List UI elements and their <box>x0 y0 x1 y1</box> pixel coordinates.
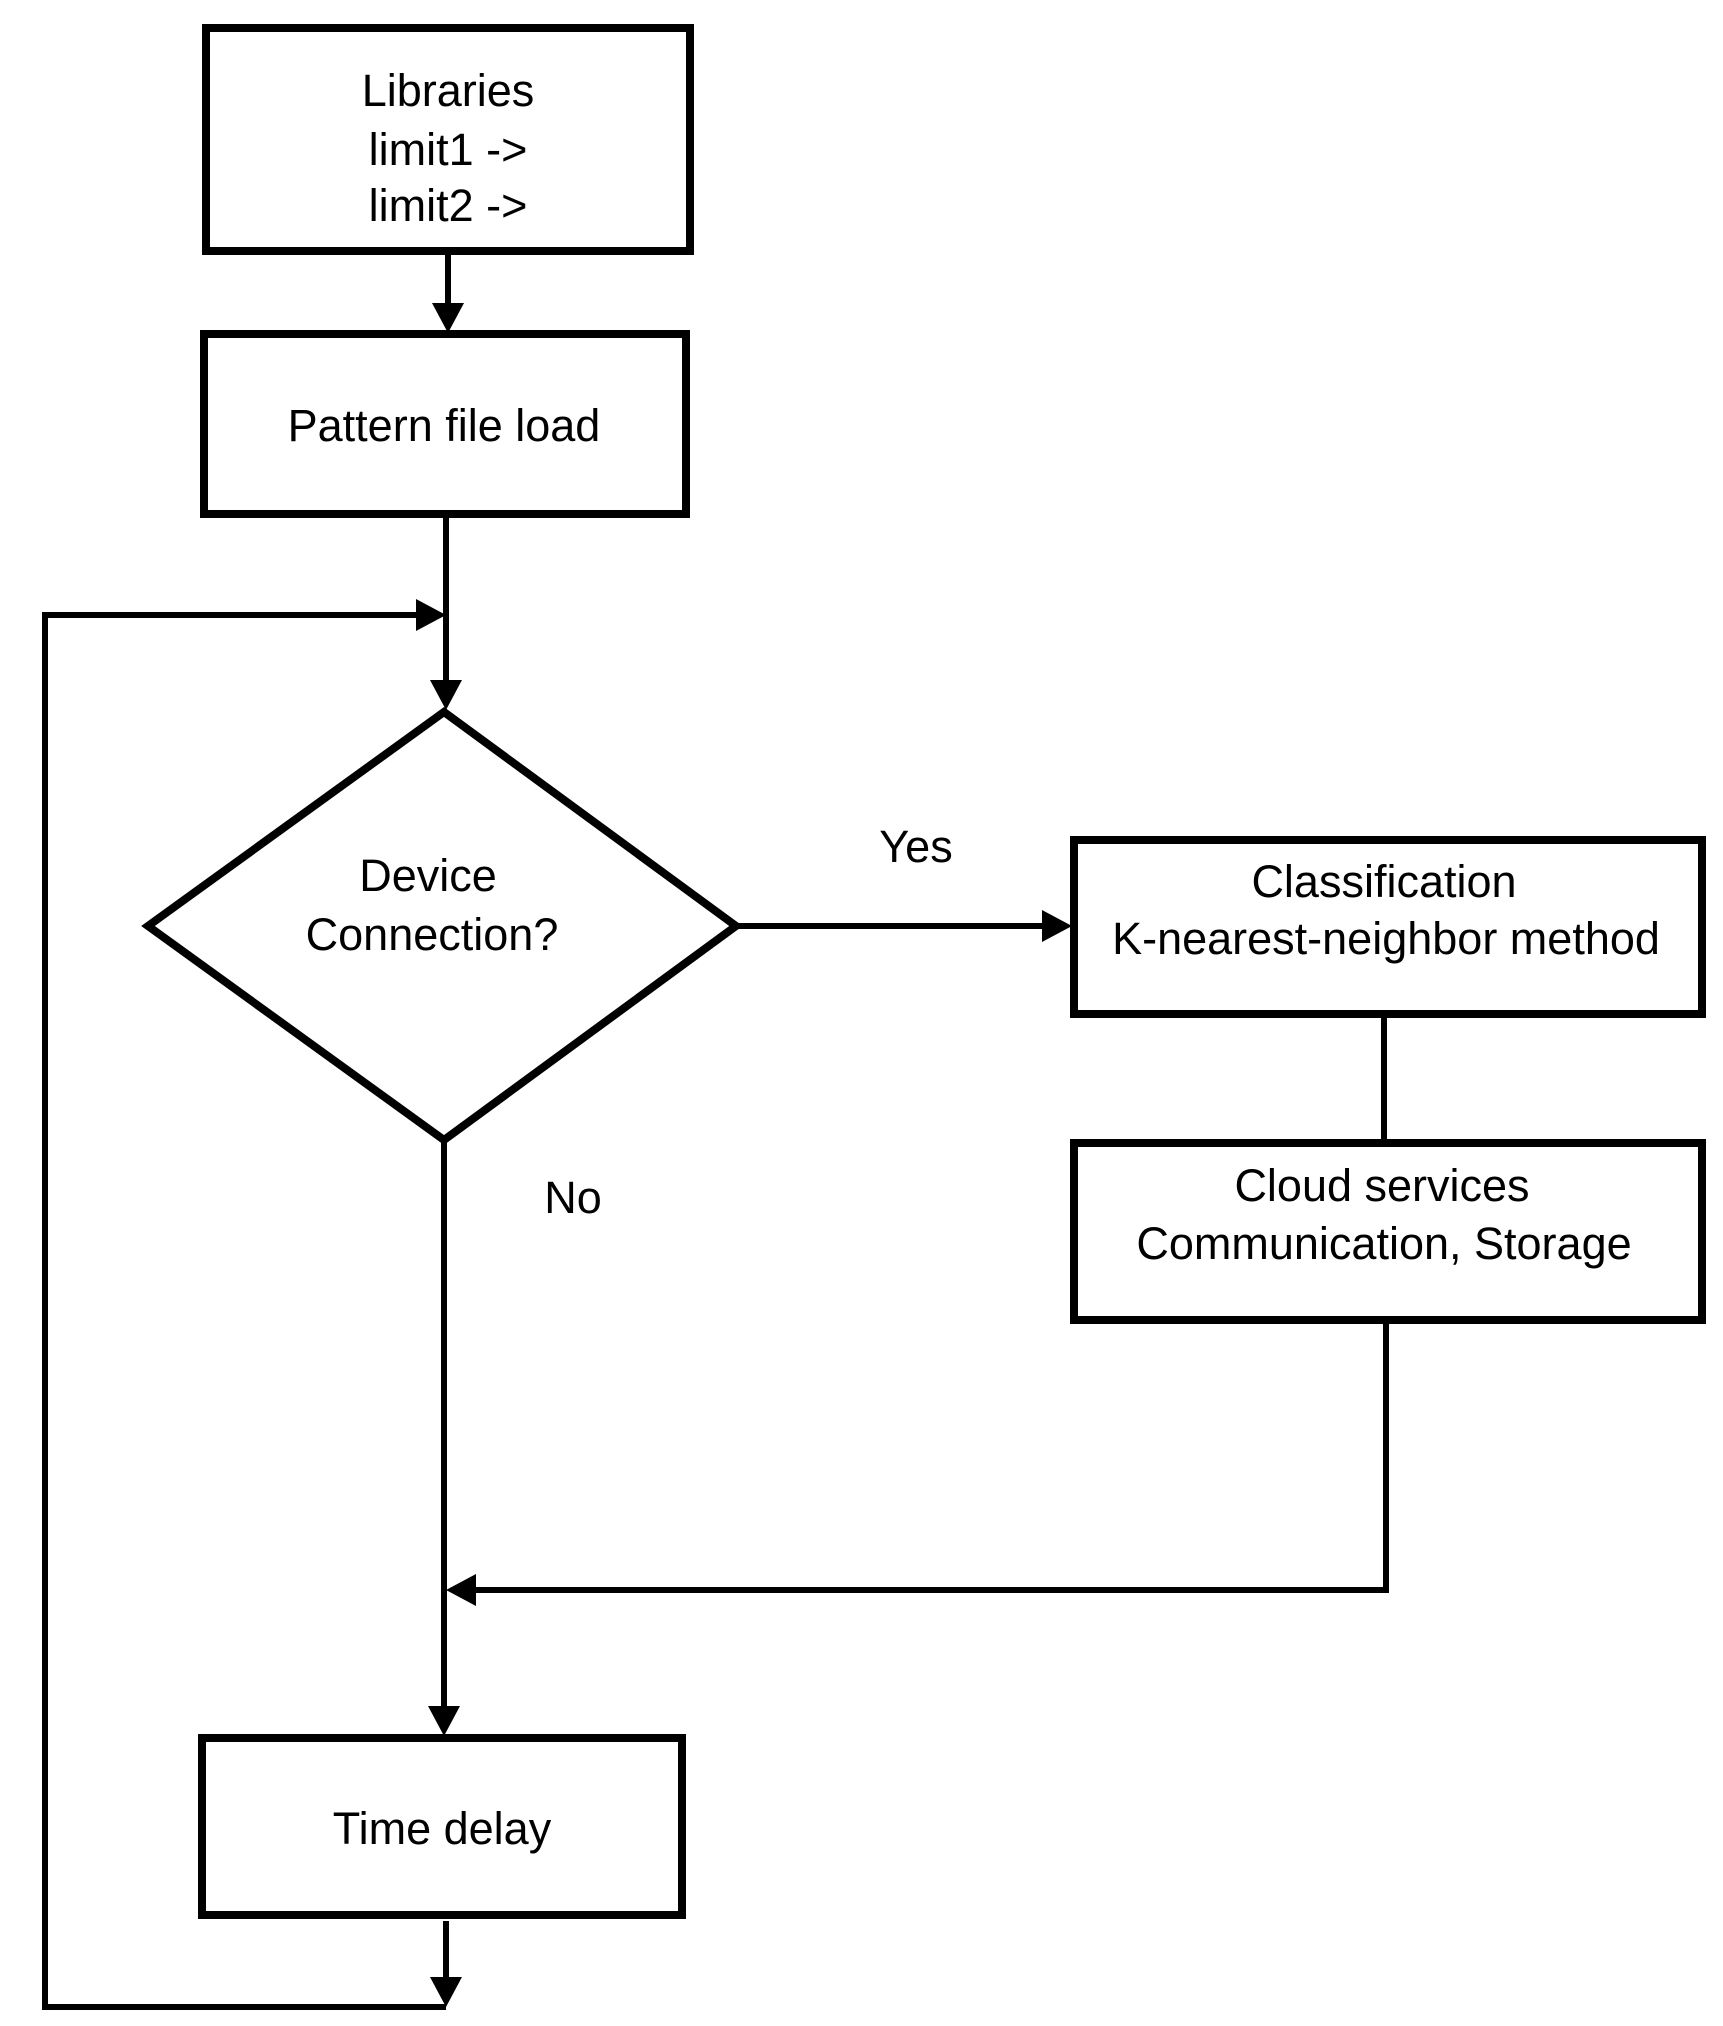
limit2-label: limit2 -> <box>369 180 528 231</box>
knn-method-label: K-nearest-neighbor method <box>1112 913 1660 964</box>
no-label: No <box>544 1172 602 1223</box>
classification-node: Classification K-nearest-neighbor method <box>1070 836 1706 1018</box>
arrowhead-loop-bottom <box>430 1977 462 2007</box>
arrowhead-loop-return <box>416 599 446 631</box>
arrowhead-decision <box>430 680 462 710</box>
libraries-label: Libraries <box>362 65 535 116</box>
edge-cloud-return <box>474 1322 1389 1593</box>
classification-label: Classification <box>1251 856 1516 907</box>
libraries-node: Libraries limit1 -> limit2 -> <box>202 24 694 255</box>
cloud-services-node: Cloud services Communication, Storage <box>1070 1139 1706 1324</box>
time-delay-label: Time delay <box>333 1803 552 1854</box>
cloud-services-label: Cloud services <box>1234 1160 1529 1211</box>
time-delay-node: Time delay <box>198 1734 686 1919</box>
communication-storage-label: Communication, Storage <box>1136 1218 1631 1269</box>
edge-loop-back <box>42 612 446 2010</box>
device-connection-decision: Device Connection? <box>141 707 743 1145</box>
arrowhead-timedelay <box>428 1706 460 1736</box>
pattern-file-load-node: Pattern file load <box>200 330 690 518</box>
decision-label-line2: Connection? <box>306 909 559 960</box>
arrowhead-merge <box>446 1574 476 1606</box>
decision-label-line1: Device <box>359 850 497 901</box>
arrowhead-pattern <box>432 303 464 333</box>
arrowhead-classification <box>1042 910 1072 942</box>
pattern-file-load-label: Pattern file load <box>288 400 601 451</box>
limit1-label: limit1 -> <box>369 124 528 175</box>
yes-label: Yes <box>879 821 952 872</box>
